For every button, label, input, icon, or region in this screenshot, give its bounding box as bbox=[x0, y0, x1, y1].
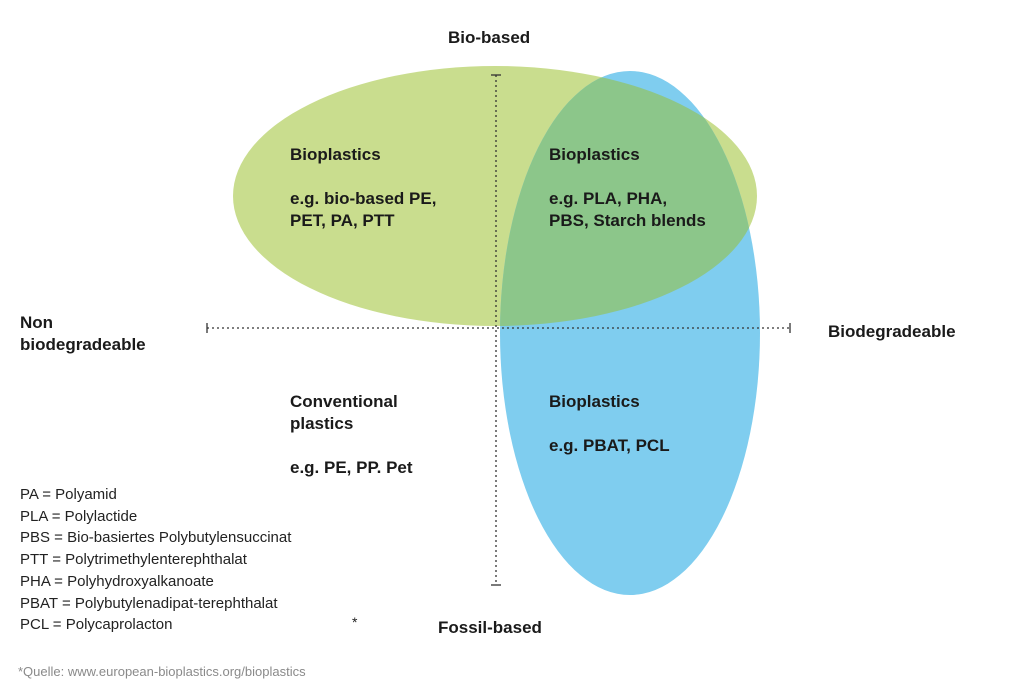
abbreviation-legend: PA = Polyamid PLA = Polylactide PBS = Bi… bbox=[20, 484, 291, 636]
legend-item: PLA = Polylactide bbox=[20, 507, 138, 525]
axis-label-non-biodegradable-line2: biodegradeable bbox=[20, 335, 146, 354]
quadrant-title: Bioplastics bbox=[290, 145, 381, 164]
quadrant-examples-line2: PBS, Starch blends bbox=[549, 211, 706, 230]
quadrant-examples: e.g. PLA, PHA, PBS, Starch blends bbox=[549, 188, 706, 232]
axis-label-non-biodegradable: Non biodegradeable bbox=[20, 312, 146, 356]
quadrant-examples-line1: e.g. bio-based PE, bbox=[290, 189, 437, 208]
quadrant-bio-based-non-biodegradable: Bioplastics e.g. bio-based PE, PET, PA, … bbox=[290, 144, 436, 232]
legend-item: PTT = Polytrimethylenterephthalat bbox=[20, 551, 247, 569]
legend-item: PBAT = Polybutylenadipat-terephthalat bbox=[20, 594, 278, 612]
quadrant-title-line2: plastics bbox=[290, 414, 354, 433]
legend-item: PHA = Polyhydroxyalkanoate bbox=[20, 572, 214, 590]
footnote-marker: * bbox=[352, 614, 358, 630]
quadrant-examples: e.g. bio-based PE, PET, PA, PTT bbox=[290, 188, 436, 232]
quadrant-fossil-based-non-biodegradable: Conventional plastics e.g. PE, PP. Pet bbox=[290, 391, 413, 479]
overlap-region bbox=[500, 71, 757, 326]
quadrant-title-line1: Conventional bbox=[290, 392, 398, 411]
axis-label-fossil-based: Fossil-based bbox=[438, 618, 542, 637]
quadrant-examples: e.g. PE, PP. Pet bbox=[290, 458, 413, 477]
quadrant-examples-line2: PET, PA, PTT bbox=[290, 211, 395, 230]
quadrant-title: Bioplastics bbox=[549, 392, 640, 411]
axis-label-bio-based: Bio-based bbox=[448, 28, 531, 47]
quadrant-title: Bioplastics bbox=[549, 145, 640, 164]
axis-label-biodegradable: Biodegradeable bbox=[828, 322, 956, 341]
legend-item: PBS = Bio-basiertes Polybutylensuccinat bbox=[20, 529, 292, 547]
quadrant-fossil-based-biodegradable: Bioplastics e.g. PBAT, PCL bbox=[549, 391, 670, 457]
legend-item: PCL = Polycaprolacton bbox=[20, 616, 173, 634]
source-note: *Quelle: www.european-bioplastics.org/bi… bbox=[18, 664, 306, 679]
quadrant-examples-line1: e.g. PLA, PHA, bbox=[549, 189, 668, 208]
legend-item: PA = Polyamid bbox=[20, 486, 117, 503]
quadrant-examples: e.g. PBAT, PCL bbox=[549, 436, 670, 455]
axis-label-non-biodegradable-line1: Non bbox=[20, 313, 54, 332]
quadrant-bio-based-biodegradable: Bioplastics e.g. PLA, PHA, PBS, Starch b… bbox=[549, 144, 706, 232]
